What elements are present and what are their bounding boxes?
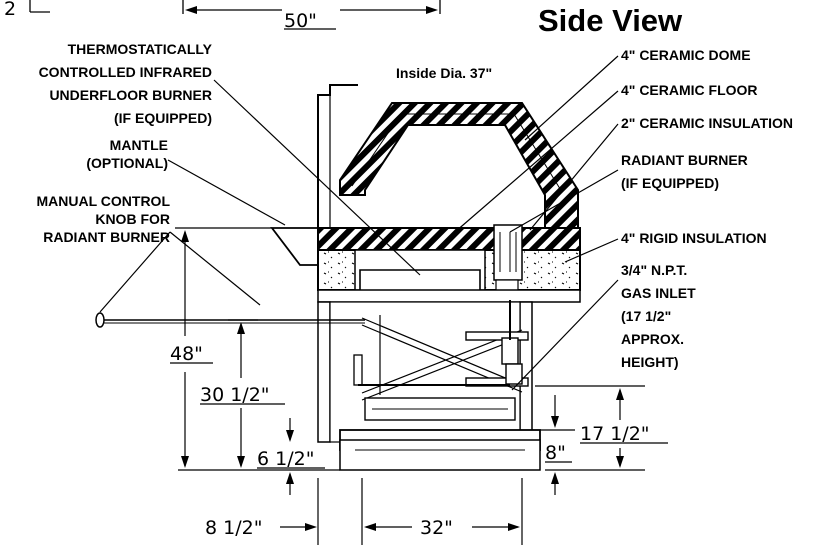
insulation-callout: 2" CERAMIC INSULATION — [621, 115, 793, 131]
gas-callout-line-4: APPROX. — [621, 331, 684, 347]
floor-callout: 4" CERAMIC FLOOR — [621, 82, 758, 98]
mid-height-value: 30 1/2" — [200, 384, 270, 406]
callout-gas: 3/4" N.P.T. GAS INLET (17 1/2" APPROX. H… — [511, 262, 696, 391]
radiant-callout-line-2: (IF EQUIPPED) — [621, 175, 719, 191]
top-width-dimension: 50" — [284, 10, 317, 32]
gas-callout-line-2: GAS INLET — [621, 285, 696, 301]
dome-callout: 4" CERAMIC DOME — [621, 47, 751, 63]
low-height-dimension: 6 1/2" — [178, 418, 340, 495]
overall-height-value: 48" — [170, 343, 203, 365]
bottom-left-value: 8 1/2" — [205, 517, 262, 539]
overall-height-dimension: 48" — [170, 227, 272, 468]
callout-knob: MANUAL CONTROL KNOB FOR RADIANT BURNER — [36, 193, 261, 313]
radiant-callout-line-1: RADIANT BURNER — [621, 152, 748, 168]
knob-callout-line-1: MANUAL CONTROL — [36, 193, 170, 209]
gas-height-dimension: 17 1/2" — [535, 385, 668, 471]
top-left-dimension: 2 — [4, 0, 16, 20]
bottom-width-value: 32" — [420, 517, 453, 539]
gas-callout-line-1: 3/4" N.P.T. — [621, 262, 687, 278]
callout-mantle: MANTLE (OPTIONAL) — [86, 137, 286, 226]
burner-callout-line-2: CONTROLLED INFRARED — [39, 64, 212, 80]
burner-callout-line-1: THERMOSTATICALLY — [68, 41, 213, 57]
gas-callout-line-3: (17 1/2" — [621, 308, 671, 324]
callout-dome: 4" CERAMIC DOME — [524, 47, 751, 141]
bottom-left-dimension: 8 1/2" — [205, 478, 319, 545]
gas-callout-line-5: HEIGHT) — [621, 354, 679, 370]
top-dimension: 2 50" — [4, 0, 441, 32]
burner-callout-line-3: UNDERFLOOR BURNER — [49, 87, 212, 103]
mantle — [270, 227, 319, 266]
knob-callout-line-3: RADIANT BURNER — [43, 229, 170, 245]
ceramic-floor — [317, 227, 581, 251]
gas-piping — [353, 300, 529, 387]
mantle-callout-line-2: (OPTIONAL) — [86, 155, 168, 171]
callout-burner: THERMOSTATICALLY CONTROLLED INFRARED UND… — [39, 41, 421, 276]
right-low-value: 8" — [545, 442, 566, 464]
diagram-title: Side View — [538, 3, 683, 38]
oven-structure — [95, 84, 581, 471]
bottom-width-dimension: 32" — [361, 478, 523, 545]
mid-height-dimension: 30 1/2" — [200, 319, 285, 468]
radiant-burner — [493, 224, 523, 301]
low-height-value: 6 1/2" — [257, 448, 314, 470]
rigid-callout: 4" RIGID INSULATION — [621, 230, 767, 246]
callout-radiant: RADIANT BURNER (IF EQUIPPED) — [509, 152, 748, 233]
inside-diameter-label: Inside Dia. 37" — [396, 65, 492, 81]
callout-floor: 4" CERAMIC FLOOR — [454, 82, 758, 233]
knob-callout-line-2: KNOB FOR — [95, 211, 170, 227]
ceramic-dome — [339, 102, 579, 229]
burner-callout-line-4: (IF EQUIPPED) — [114, 110, 212, 126]
gas-height-value: 17 1/2" — [580, 423, 650, 445]
callout-rigid: 4" RIGID INSULATION — [564, 230, 767, 263]
right-low-dimension: 8" — [540, 395, 575, 495]
mantle-callout-line-1: MANTLE — [110, 137, 168, 153]
